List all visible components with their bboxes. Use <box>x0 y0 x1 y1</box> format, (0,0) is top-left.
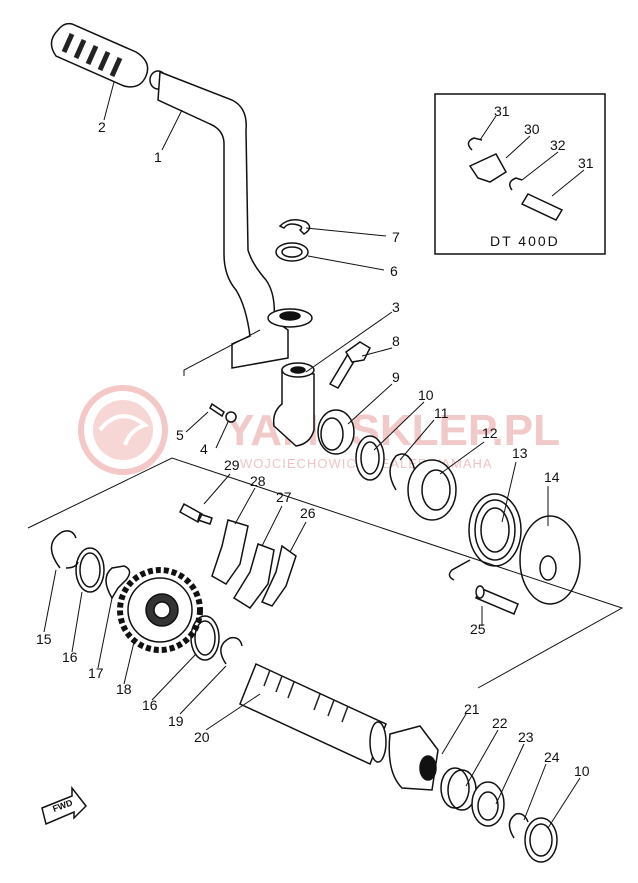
plate-26 <box>260 544 297 607</box>
kick-lever <box>157 70 313 369</box>
callout-8: 8 <box>392 333 400 349</box>
washer-14 <box>519 515 581 605</box>
callout-22: 22 <box>492 715 508 731</box>
callout-11: 11 <box>434 405 449 421</box>
washer-16b <box>190 615 220 661</box>
callout-20: 20 <box>194 729 210 745</box>
callout-18: 18 <box>116 681 132 697</box>
bolt-29 <box>179 502 213 525</box>
callout-24: 24 <box>544 749 560 765</box>
inset-caption: DT 400D <box>490 233 560 249</box>
washer-16 <box>75 547 105 593</box>
callout-2: 2 <box>98 119 106 135</box>
callout-32: 32 <box>550 137 566 153</box>
callout-17: 17 <box>88 665 104 681</box>
callout-7: 7 <box>392 229 400 245</box>
circlip-15 <box>50 530 79 569</box>
callout-1: 1 <box>154 149 162 165</box>
circlip-32 <box>509 177 523 191</box>
callout-21: 21 <box>464 701 480 717</box>
callout-31b: 31 <box>578 155 594 171</box>
callout-9: 9 <box>392 369 400 385</box>
leader-lines <box>43 81 585 829</box>
assembly-outline <box>27 329 624 689</box>
callout-12: 12 <box>482 425 498 441</box>
callout-10b: 10 <box>574 763 590 779</box>
circlip-7 <box>278 219 311 235</box>
callout-3: 3 <box>392 299 400 315</box>
ball-4 <box>225 411 237 423</box>
callout-16b: 16 <box>142 697 158 713</box>
dt400d-inset: DT 400D <box>434 93 606 255</box>
callout-14: 14 <box>544 469 560 485</box>
callout-28: 28 <box>250 473 266 489</box>
torsion-spring-13 <box>448 493 522 581</box>
circlip-19 <box>220 636 243 665</box>
shaft-25 <box>475 585 519 615</box>
washer-10 <box>355 435 385 481</box>
callout-13: 13 <box>512 445 528 461</box>
collar-9 <box>317 409 355 455</box>
kick-grip <box>50 22 167 90</box>
callout-23: 23 <box>518 729 534 745</box>
callout-27: 27 <box>276 489 292 505</box>
plate-28 <box>211 519 249 585</box>
callout-10a: 10 <box>418 387 434 403</box>
pin-31 <box>520 193 564 221</box>
callout-30: 30 <box>524 121 540 137</box>
bolt-5 <box>209 402 225 418</box>
callout-26: 26 <box>300 505 316 521</box>
callout-labels: 2 1 7 6 3 8 9 10 11 12 13 14 5 4 29 28 2… <box>36 103 594 779</box>
callout-19: 19 <box>168 713 184 729</box>
kick-boss <box>272 362 315 447</box>
callout-25: 25 <box>470 621 486 637</box>
callout-5: 5 <box>176 427 184 443</box>
callout-4: 4 <box>200 441 208 457</box>
callout-29: 29 <box>224 457 240 473</box>
plate-27 <box>232 543 275 610</box>
kick-axle-20 <box>239 662 387 766</box>
ratchet-21 <box>388 725 439 791</box>
callout-31a: 31 <box>494 103 510 119</box>
fwd-arrow: FWD <box>41 785 87 826</box>
kick-gear-18 <box>117 567 203 653</box>
callout-16a: 16 <box>62 649 78 665</box>
spring-22 <box>440 767 470 809</box>
circlip-17 <box>105 565 131 600</box>
bolt-8 <box>328 341 371 389</box>
callout-15: 15 <box>36 631 52 647</box>
bracket-30 <box>468 153 508 183</box>
callout-6: 6 <box>390 263 398 279</box>
spring-guide-12 <box>407 459 457 521</box>
circlip-31 <box>467 137 483 151</box>
